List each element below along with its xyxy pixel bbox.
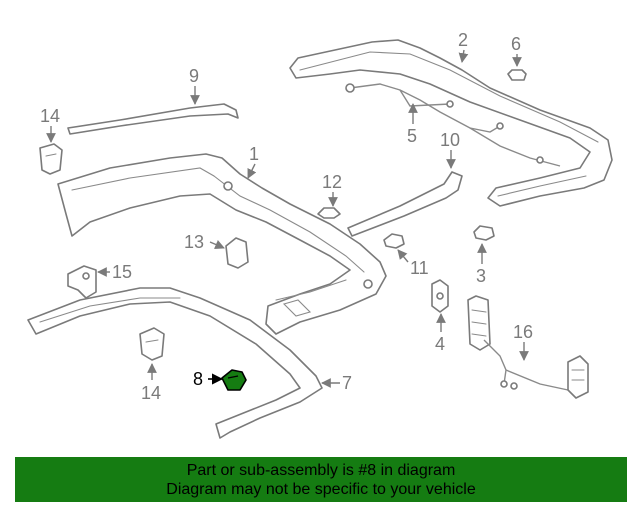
- callout-label-9: 9: [189, 66, 199, 86]
- callout-label-5: 5: [407, 126, 417, 146]
- clip-part-11: [383, 233, 405, 249]
- cap-part-6: [507, 69, 527, 81]
- callout-15: 15: [97, 262, 132, 282]
- callout-label-2: 2: [458, 30, 468, 50]
- callout-10: 10: [440, 130, 460, 169]
- bumper-part-1: [57, 153, 387, 335]
- callout-label-3: 3: [476, 266, 486, 286]
- callout-11: 11: [397, 249, 429, 278]
- bracket-part-14-upper: [39, 143, 63, 175]
- callout-label-16: 16: [513, 322, 533, 342]
- callout-2: 2: [458, 30, 469, 63]
- callout-5: 5: [407, 103, 418, 146]
- callout-label-15: 15: [112, 262, 132, 282]
- callout-label-14-upper: 14: [40, 106, 60, 126]
- callout-14-lower: 14: [141, 363, 161, 403]
- callout-3: 3: [476, 243, 487, 286]
- grommet-part-3: [473, 225, 495, 241]
- molding-strip-part-9: [67, 103, 239, 135]
- banner-line-2: Diagram may not be specific to your vehi…: [166, 481, 476, 498]
- lower-molding-part-7: [27, 287, 323, 439]
- callout-14-upper: 14: [40, 106, 60, 143]
- harness-part-16: [467, 295, 589, 399]
- callout-label-6: 6: [511, 34, 521, 54]
- callout-label-10: 10: [440, 130, 460, 150]
- callout-7: 7: [321, 373, 352, 393]
- bracket-part-13: [225, 237, 249, 269]
- side-strip-part-10: [347, 171, 463, 237]
- callout-16: 16: [513, 322, 533, 361]
- bracket-part-14-lower: [139, 327, 165, 361]
- callout-label-4: 4: [435, 334, 445, 354]
- callout-1: 1: [247, 144, 259, 179]
- wiring-harness-part-5: [345, 83, 561, 167]
- info-banner: Part or sub-assembly is #8 in diagram Di…: [15, 457, 627, 502]
- callout-9: 9: [189, 66, 200, 105]
- callout-label-12: 12: [322, 172, 342, 192]
- callout-label-13: 13: [184, 232, 204, 252]
- highlighted-part-8: [221, 369, 247, 391]
- bracket-part-4: [431, 279, 449, 313]
- callout-label-11: 11: [410, 258, 429, 278]
- callout-4: 4: [435, 313, 446, 354]
- callout-label-8: 8: [193, 369, 203, 389]
- callout-label-1: 1: [249, 144, 259, 164]
- clip-part-12: [317, 207, 341, 219]
- bumper-cover-part-2: [289, 39, 613, 207]
- banner-line-1: Part or sub-assembly is #8 in diagram: [186, 462, 456, 479]
- callout-label-14-lower: 14: [141, 383, 161, 403]
- callout-12: 12: [322, 172, 342, 207]
- sensor-part-15: [67, 265, 97, 299]
- callout-13: 13: [184, 232, 225, 252]
- callout-label-7: 7: [342, 373, 352, 393]
- callout-6: 6: [511, 34, 522, 67]
- callout-8: 8: [193, 369, 224, 389]
